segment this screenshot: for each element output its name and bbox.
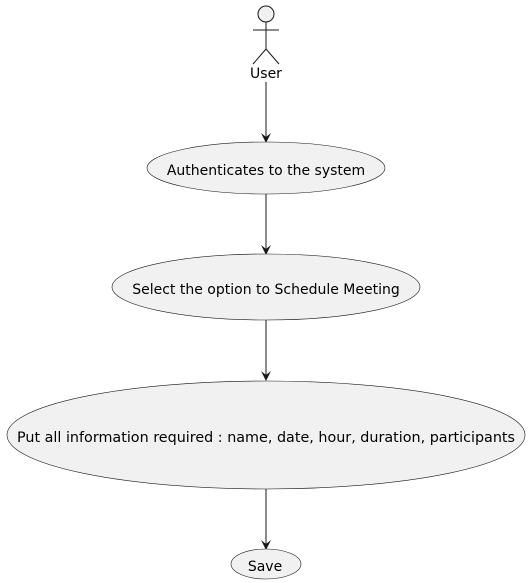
use-case-save-label: Save (248, 559, 282, 575)
actor-right-leg (265, 48, 280, 65)
use-case-save-shape (230, 548, 302, 580)
use-case-select-option: Select the option to Schedule Meeting (111, 253, 421, 321)
user-actor-icon (252, 5, 280, 65)
actor-left-leg (252, 48, 267, 65)
use-case-select-option-shape (111, 253, 421, 321)
actor-label: User (250, 66, 282, 82)
use-case-authenticate-shape (146, 141, 386, 195)
use-case-enter-information-label: Put all information required : name, dat… (17, 430, 515, 446)
use-case-save: Save (230, 548, 302, 580)
actor-head (257, 5, 275, 23)
use-case-enter-information: Put all information required : name, dat… (6, 380, 526, 490)
use-case-authenticate: Authenticates to the system (146, 141, 386, 195)
use-case-authenticate-label: Authenticates to the system (167, 163, 365, 179)
use-case-enter-information-shape (6, 380, 526, 490)
use-case-select-option-label: Select the option to Schedule Meeting (132, 282, 400, 298)
